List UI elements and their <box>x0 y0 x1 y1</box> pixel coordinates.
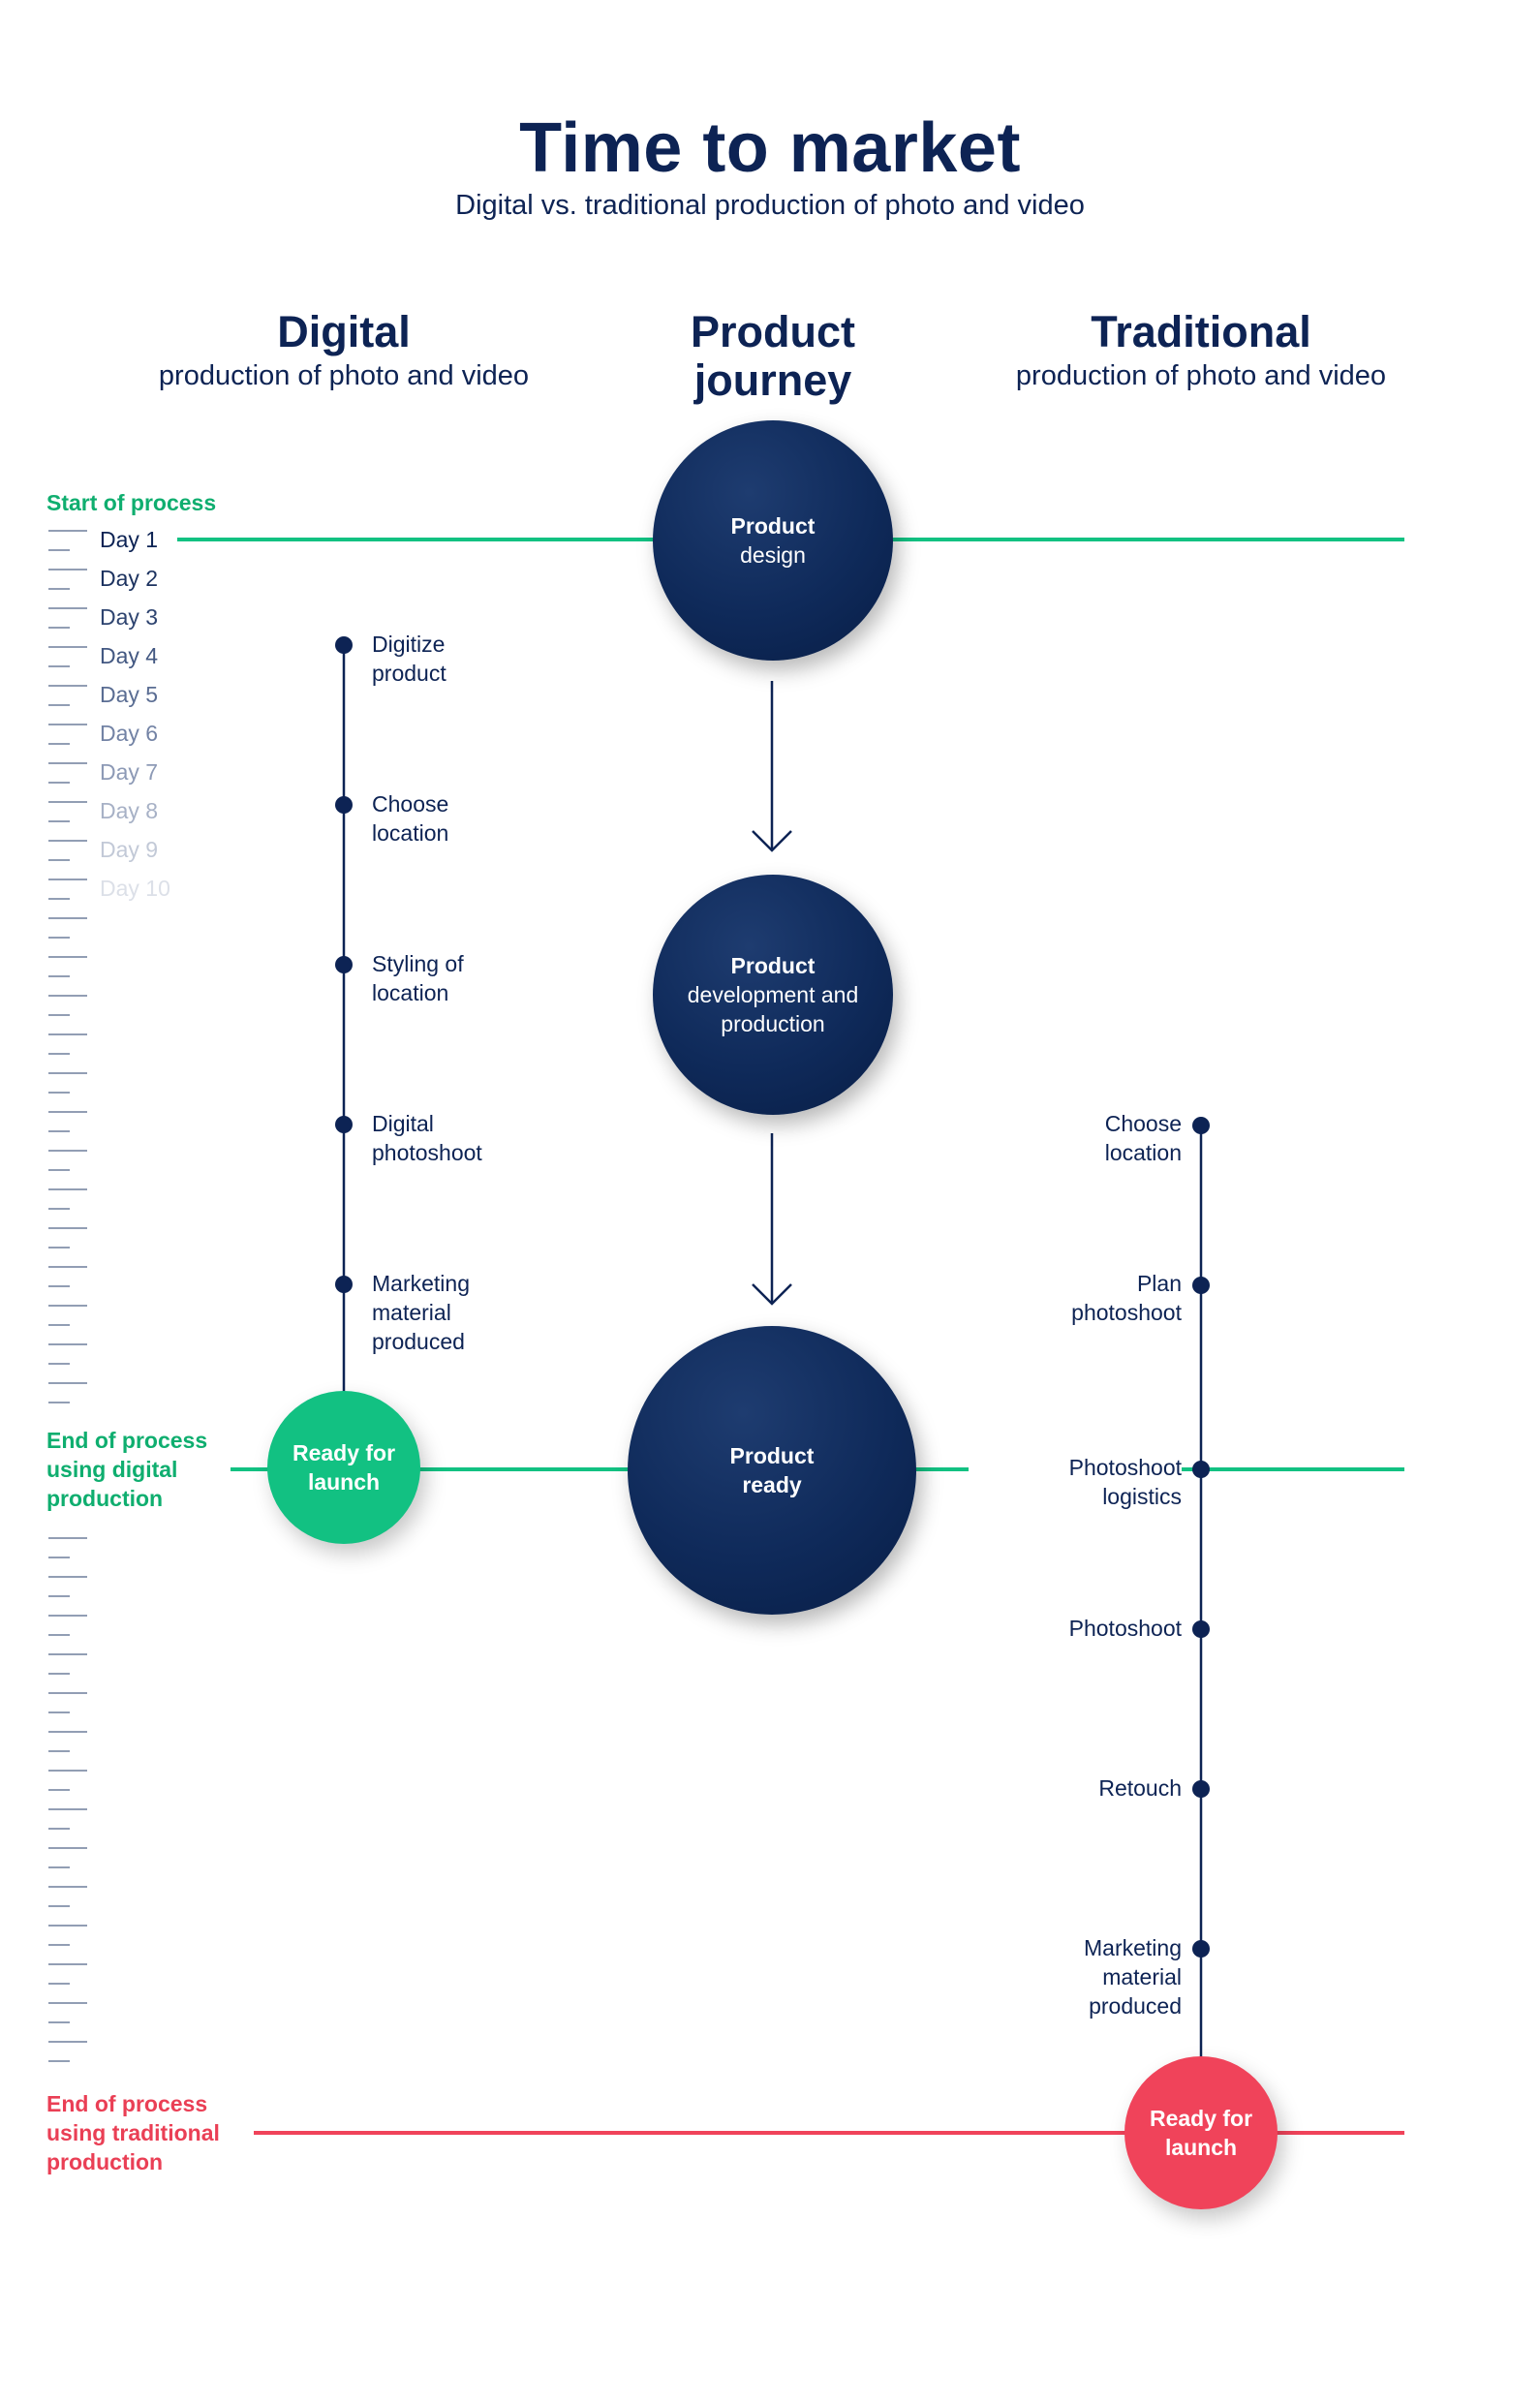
digital-step-line: Digitize <box>372 632 446 657</box>
traditional-step-line: logistics <box>1102 1484 1182 1509</box>
digital-step-line: location <box>372 820 449 846</box>
step-dot <box>1192 1461 1210 1478</box>
day-label: Day 5 <box>100 682 159 707</box>
traditional-step-line: material <box>1102 1964 1182 1989</box>
arrow-down-1 <box>752 681 792 852</box>
traditional-column-title: Traditional <box>1091 307 1311 356</box>
end-digital-line-2: using digital <box>46 1457 178 1482</box>
day-label: Day 6 <box>100 721 159 746</box>
traditional-step-line: Plan <box>1136 1271 1182 1296</box>
journey-step-ready: Product ready <box>628 1326 916 1615</box>
step-dot <box>1192 1940 1210 1958</box>
end-digital-line-1: End of process <box>46 1428 208 1453</box>
step-dot <box>1192 1117 1210 1134</box>
journey-step-text: development and <box>687 982 859 1007</box>
page-subtitle: Digital vs. traditional production of ph… <box>455 190 1085 221</box>
digital-step-label: Marketing material produced <box>372 1269 470 1356</box>
journey-step-title: Product <box>729 1443 815 1468</box>
traditional-ready-for-launch: Ready for launch <box>1124 2056 1278 2209</box>
day-label: Day 7 <box>100 759 159 785</box>
end-traditional-label: End of process using traditional product… <box>46 2089 220 2176</box>
digital-column-title: Digital <box>277 307 411 356</box>
journey-step-title: Product <box>730 953 816 978</box>
day-label: Day 8 <box>100 798 159 823</box>
digital-column-subtitle: production of photo and video <box>158 360 530 391</box>
traditional-step-label: Photoshoot <box>969 1614 1182 1643</box>
digital-step-line: Digital <box>372 1111 434 1136</box>
traditional-step-line: Marketing <box>1084 1935 1182 1960</box>
traditional-column-subtitle: production of photo and video <box>1015 360 1387 391</box>
traditional-step-line: location <box>1104 1140 1182 1165</box>
day-label: Day 4 <box>100 643 159 668</box>
digital-step-label: Digital photoshoot <box>372 1109 482 1167</box>
traditional-step-label: Retouch <box>969 1773 1182 1803</box>
traditional-finish-line-2: launch <box>1164 2135 1238 2160</box>
journey-step-text: production <box>721 1011 825 1036</box>
digital-step-line: photoshoot <box>372 1140 482 1165</box>
journey-column-title: Product journey <box>581 308 965 405</box>
digital-ready-for-launch: Ready for launch <box>267 1391 420 1544</box>
step-dot <box>335 636 353 654</box>
digital-step-line: Styling of <box>372 951 464 976</box>
journey-step-development: Product development and production <box>653 875 893 1115</box>
end-traditional-line-1: End of process <box>46 2091 208 2116</box>
step-dot <box>335 956 353 973</box>
digital-step-line: material <box>372 1300 451 1325</box>
traditional-step-line: produced <box>1089 1993 1182 2019</box>
page-title: Time to market <box>519 109 1021 187</box>
traditional-step-line: Choose <box>1104 1111 1182 1136</box>
traditional-step-label: Photoshoot logistics <box>969 1453 1182 1511</box>
digital-step-line: location <box>372 980 449 1005</box>
step-dot <box>335 1276 353 1293</box>
digital-dots <box>335 636 353 1293</box>
start-of-process-label: Start of process <box>46 490 217 515</box>
arrow-down-2 <box>752 1133 792 1306</box>
end-digital-line-3: production <box>46 1486 164 1511</box>
journey-step-text: design <box>740 542 806 568</box>
end-traditional-line-2: using traditional <box>46 2120 220 2145</box>
journey-step-title: Product <box>730 513 816 539</box>
day-label: Day 2 <box>100 566 159 591</box>
digital-finish-line-2: launch <box>307 1469 381 1495</box>
end-traditional-line-3: production <box>46 2149 164 2174</box>
journey-step-text: ready <box>742 1472 802 1497</box>
day-label: Day 1 <box>100 527 159 552</box>
journey-title-line1: Product <box>690 307 855 356</box>
day-label: Day 3 <box>100 604 159 630</box>
digital-step-line: Choose <box>372 791 449 817</box>
traditional-step-line: Photoshoot <box>1068 1455 1182 1480</box>
traditional-step-label: Choose location <box>969 1109 1182 1167</box>
digital-step-line: Marketing <box>372 1271 470 1296</box>
traditional-finish-line-1: Ready for <box>1149 2106 1253 2131</box>
traditional-step-label: Plan photoshoot <box>969 1269 1182 1327</box>
digital-step-label: Choose location <box>372 789 448 848</box>
digital-step-line: product <box>372 661 447 686</box>
digital-step-label: Digitize product <box>372 630 447 688</box>
traditional-step-line: Retouch <box>1098 1775 1182 1801</box>
day-label: Day 10 <box>100 876 170 901</box>
step-dot <box>1192 1620 1210 1638</box>
traditional-step-line: photoshoot <box>1071 1300 1182 1325</box>
journey-title-line2: journey <box>693 355 852 405</box>
digital-step-label: Styling of location <box>372 949 464 1007</box>
traditional-dots <box>1192 1117 1210 1958</box>
traditional-step-line: Photoshoot <box>1068 1616 1182 1641</box>
day-label: Day 9 <box>100 837 159 862</box>
digital-step-line: produced <box>372 1329 465 1354</box>
end-digital-label: End of process using digital production <box>46 1426 207 1513</box>
journey-step-design: Product design <box>653 420 893 661</box>
step-dot <box>335 1116 353 1133</box>
timeline-ticks <box>48 530 87 2062</box>
step-dot <box>1192 1277 1210 1294</box>
digital-finish-line-1: Ready for <box>292 1440 396 1465</box>
step-dot <box>1192 1780 1210 1798</box>
traditional-step-label: Marketing material produced <box>969 1933 1182 2020</box>
step-dot <box>335 796 353 814</box>
